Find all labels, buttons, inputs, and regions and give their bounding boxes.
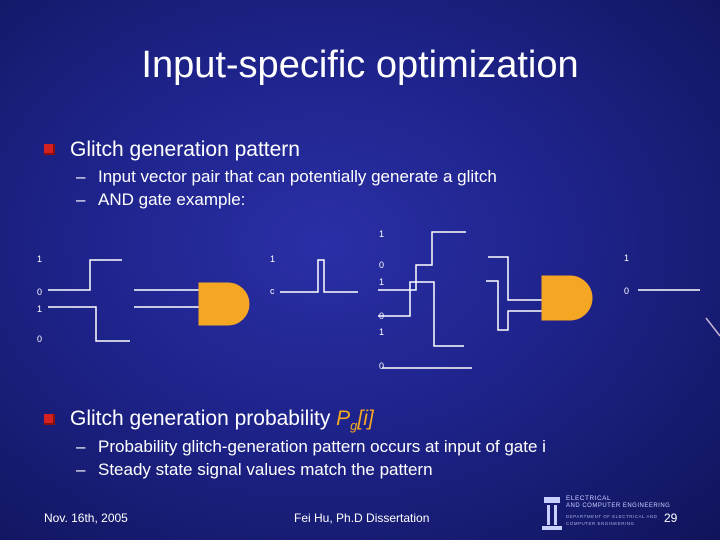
sub-bullet-2-1-text: Probability glitch-generation pattern oc…	[98, 437, 546, 456]
left-label-2: 0	[37, 287, 42, 297]
out-label-2: 0	[624, 286, 629, 296]
glitch-waveform	[280, 259, 358, 293]
mid-label-2: c	[270, 286, 275, 296]
sub-bullet-2-1: –Probability glitch-generation pattern o…	[76, 437, 546, 457]
sub-bullet-2-2: –Steady state signal values match the pa…	[76, 460, 433, 480]
bullet-marker-2	[44, 414, 55, 425]
logo-emblem	[542, 497, 562, 530]
bullet-marker-1	[44, 144, 55, 155]
right-waveform-b	[378, 281, 464, 347]
sub-bullet-1-2-text: AND gate example:	[98, 190, 246, 209]
right-label-1: 1	[379, 229, 384, 239]
page-number: 29	[664, 511, 678, 525]
logo-line-1: ELECTRICAL	[566, 495, 612, 502]
bullet-1-text: Glitch generation pattern	[70, 138, 300, 161]
left-label-4: 0	[37, 334, 42, 344]
right-label-6: 0	[379, 361, 384, 371]
left-label-1: 1	[37, 254, 42, 264]
left-waveform-b	[48, 306, 130, 342]
gate-2-input-b	[486, 280, 560, 331]
mid-label-1: 1	[270, 254, 275, 264]
dash-2-1: –	[76, 437, 86, 456]
sub-bullet-1-1-text: Input vector pair that can potentially g…	[98, 167, 497, 186]
right-label-3: 1	[379, 277, 384, 287]
bullet-2-text: Glitch generation probability Pg[i]	[70, 407, 374, 433]
out-label-1: 1	[624, 253, 629, 263]
right-label-4: 0	[379, 311, 384, 321]
left-waveform-a	[48, 259, 122, 291]
bullet-2-main: Glitch generation probability	[70, 407, 337, 430]
logo-line-3: DEPARTMENT OF ELECTRICAL AND COMPUTER EN…	[566, 514, 658, 526]
dash-1-2: –	[76, 190, 86, 209]
bullet-2-sub: g	[350, 418, 358, 434]
and-gate-1	[198, 282, 250, 326]
left-label-3: 1	[37, 304, 42, 314]
sub-bullet-1-2: –AND gate example:	[76, 190, 245, 210]
right-label-2: 0	[379, 260, 384, 270]
sub-bullet-2-2-text: Steady state signal values match the pat…	[98, 460, 433, 479]
slide-title: Input-specific optimization	[141, 44, 579, 86]
footer-date: Nov. 16th, 2005	[44, 511, 128, 525]
bullet-2-idx: [i]	[357, 407, 374, 430]
and-gate-2	[541, 275, 593, 321]
dash-1-1: –	[76, 167, 86, 186]
footer-author: Fei Hu, Ph.D Dissertation	[294, 511, 430, 525]
right-label-5: 1	[379, 327, 384, 337]
sub-bullet-1-1: –Input vector pair that can potentially …	[76, 167, 497, 187]
logo-line-2: AND COMPUTER ENGINEERING	[566, 503, 671, 509]
bullet-2-p: P	[336, 407, 351, 430]
decorative-slash	[705, 317, 720, 337]
dash-2-2: –	[76, 460, 86, 479]
gate-2-input-a	[488, 256, 560, 301]
university-logo: ELECTRICAL AND COMPUTER ENGINEERING DEPA…	[540, 494, 700, 532]
